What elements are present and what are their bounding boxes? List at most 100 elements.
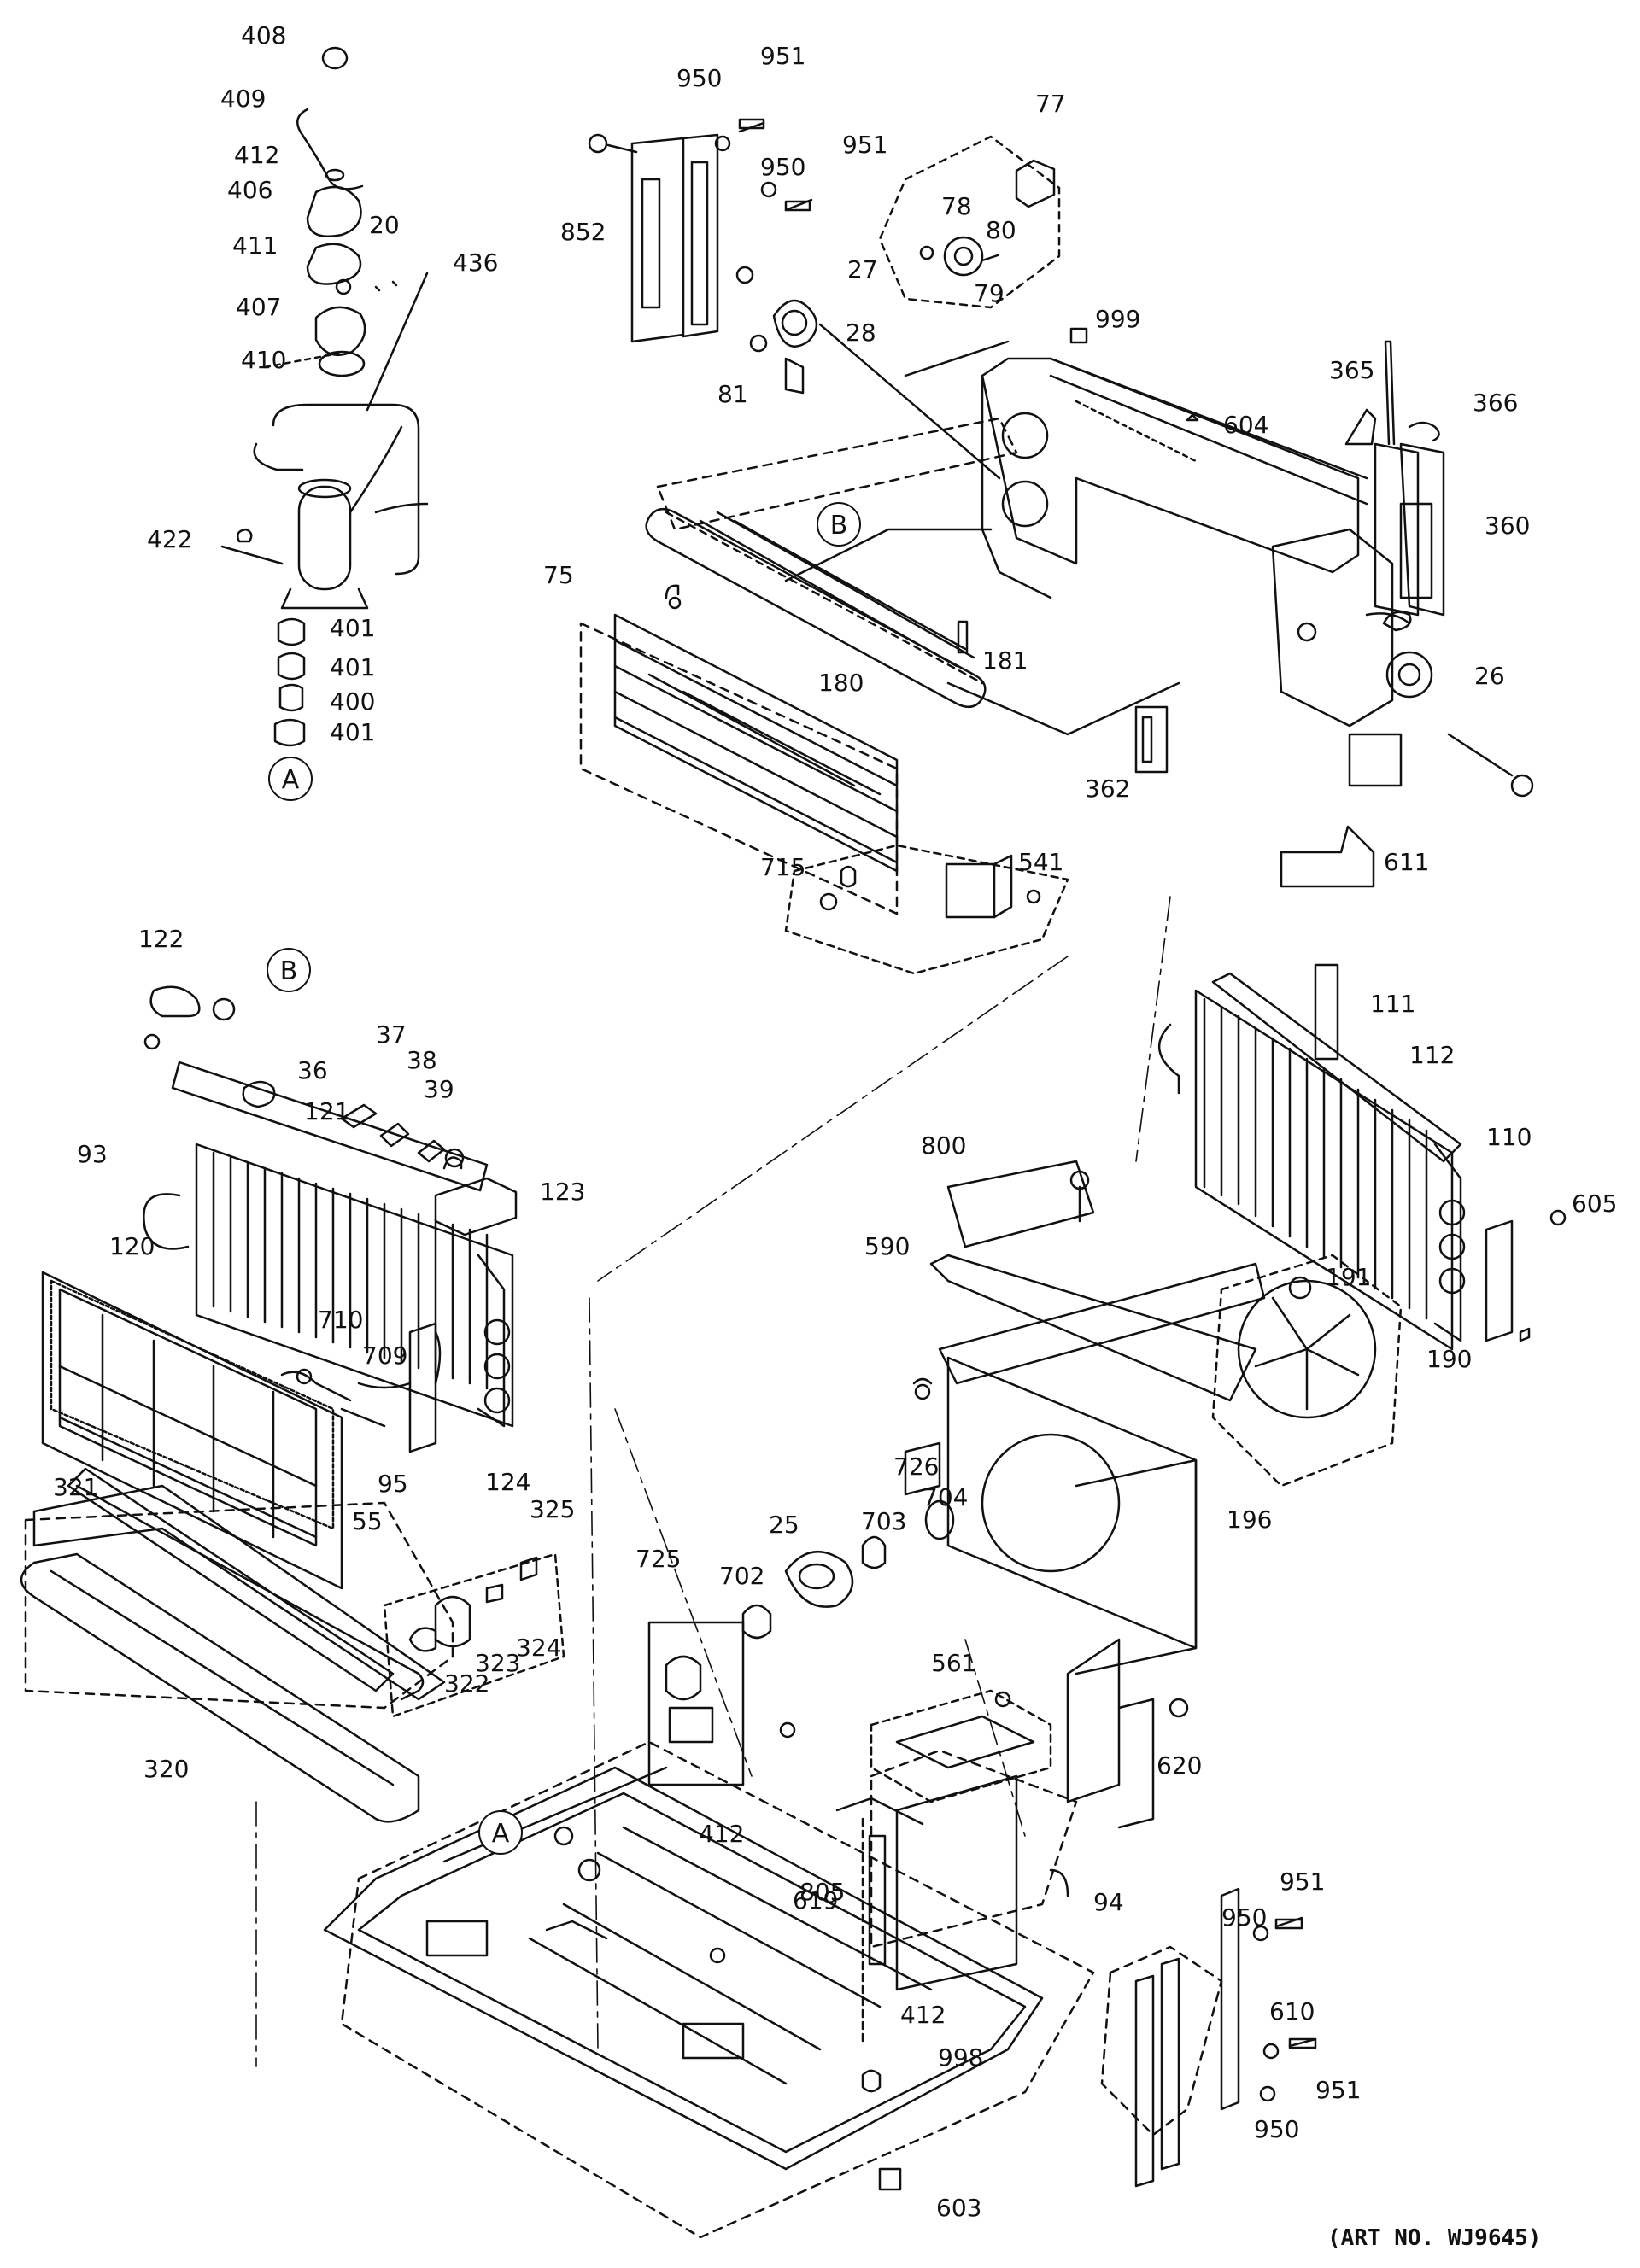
compressor-assembly [220,46,429,747]
part-label: 324 [516,1634,562,1662]
part-label: 704 [922,1483,969,1511]
part-label: 800 [921,1131,967,1160]
part-label: 950 [1254,2115,1300,2143]
part-label: 94 [1093,1888,1124,1916]
part-label: 190 [1426,1345,1473,1373]
thermostat-709-710 [280,1322,442,1453]
part-label: 411 [232,231,278,260]
switch-group-77-81 [735,135,1061,480]
part-label: 400 [330,687,376,716]
part-label: 323 [475,1649,521,1677]
part-label: 122 [138,925,184,953]
condenser-110-group [1157,963,1567,1351]
part-label: 703 [861,1507,907,1535]
part-label: 20 [369,211,400,239]
part-label: 362 [1085,775,1131,803]
dash-dot-leaders [255,896,1171,2067]
part-label: 80 [986,216,1016,244]
partition-561-619-620 [861,1638,1189,2043]
part-label: 321 [53,1473,99,1501]
part-label: 407 [236,293,282,321]
part-label: 181 [982,646,1028,675]
part-label: 620 [1157,1751,1203,1780]
part-label: 123 [540,1178,586,1206]
part-label: 422 [147,525,193,553]
part-label: 561 [931,1649,977,1677]
art-number: (ART NO. WJ9645) [1327,2225,1542,2251]
part-label: 619 [793,1886,839,1914]
part-label: 75 [543,561,574,589]
part-label: 541 [1018,848,1064,876]
part-label: 401 [330,718,376,746]
part-label: 77 [1035,90,1066,118]
evaporator-120-group [143,985,518,1428]
part-label: 412 [234,141,280,169]
callout-a-base: A [478,1810,523,1855]
part-label: 55 [352,1507,383,1535]
callout-b-evaporator: B [266,948,311,992]
part-label: 401 [330,614,376,642]
part-label: 710 [318,1306,364,1334]
part-label: 590 [864,1232,911,1260]
part-label: 611 [1384,848,1430,876]
part-label: 408 [241,21,287,50]
part-label: 950 [1221,1903,1268,1932]
part-label: 709 [362,1342,408,1370]
side-panel-610 [1100,1887,1317,2188]
part-label: 110 [1486,1123,1532,1151]
base-pan-320-321 [20,1467,565,1823]
part-label: 725 [636,1545,682,1573]
part-label: 999 [1095,305,1141,333]
part-label: 852 [560,218,606,246]
callout-b-blower: B [817,502,861,547]
part-label: 366 [1473,389,1519,417]
part-label: 805 [800,1878,846,1906]
part-label: 28 [846,319,876,347]
part-label: 191 [1326,1263,1372,1291]
part-label: 360 [1485,511,1531,540]
grille-75 [579,584,899,915]
part-label: 951 [760,42,806,70]
motor-26-group [1344,408,1534,798]
part-label: 38 [407,1046,437,1074]
part-label: 39 [424,1075,454,1103]
part-label: 401 [330,653,376,681]
fan-motor-25-group [647,1441,955,1786]
part-label: 365 [1329,356,1375,384]
blower-housing-604 [981,327,1394,728]
control-bracket-852 [588,133,719,343]
part-label: 78 [941,192,972,220]
part-label: 180 [818,669,864,697]
blower-wheel-180 [645,417,1180,736]
part-label: 951 [1315,2076,1362,2104]
part-label: 26 [1474,662,1505,690]
part-label: 37 [376,1020,407,1049]
part-label: 951 [842,131,888,159]
part-label: 950 [760,153,806,181]
part-label: 412 [900,2001,946,2029]
part-label: 998 [938,2043,984,2072]
part-label: 410 [241,346,287,374]
part-label: 436 [453,248,499,277]
part-label: 406 [227,176,273,204]
part-label: 603 [936,2194,982,2222]
part-label: 196 [1227,1505,1273,1534]
part-label: 25 [769,1511,800,1539]
part-label: 604 [1223,411,1269,439]
part-label: 93 [77,1140,108,1168]
control-box-360 [1382,340,1445,632]
part-label: 112 [1409,1041,1456,1069]
part-label: 320 [144,1755,190,1783]
part-label: 325 [530,1495,576,1523]
part-label: 111 [1370,990,1416,1018]
callout-a-compressor: A [268,757,313,801]
part-label: 79 [974,279,1004,307]
part-label: 951 [1280,1868,1326,1896]
air-filter-55 [41,1271,343,1590]
part-label: 124 [485,1468,531,1496]
screws-950-951-top [714,118,813,212]
part-label: 95 [378,1470,408,1498]
part-label: 610 [1269,1997,1315,2025]
part-label: 702 [719,1562,765,1590]
